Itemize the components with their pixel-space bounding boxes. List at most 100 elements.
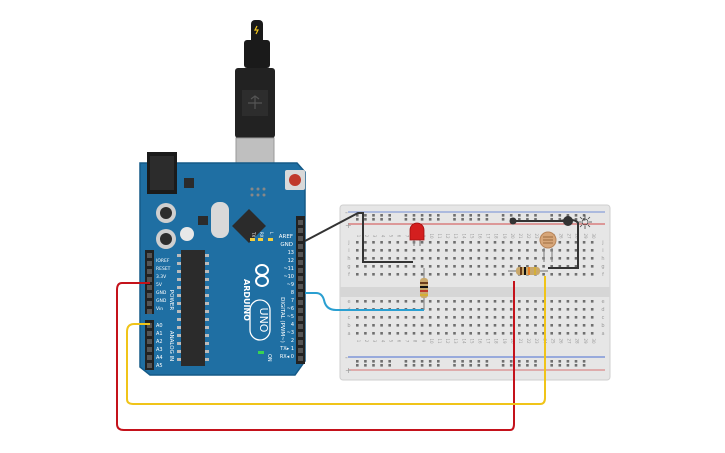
column-number: 23: [534, 338, 539, 344]
column-number: 11: [437, 338, 442, 344]
digital-header-holes: [298, 220, 303, 361]
column-number: 22: [526, 338, 531, 344]
column-number: 14: [461, 338, 466, 344]
capacitor-3: [180, 227, 194, 241]
row-letter: i: [602, 248, 603, 254]
row-letter: e: [601, 299, 604, 305]
uno-badge: [249, 299, 271, 341]
on-led: [258, 351, 264, 354]
crystal: [211, 202, 229, 238]
digital-pin-label: ~6: [287, 306, 294, 312]
row-letter: h: [601, 256, 604, 262]
column-number: 9: [421, 340, 426, 343]
column-number: 10: [429, 233, 434, 239]
photoresistor[interactable]: [539, 231, 557, 262]
column-number: 14: [461, 233, 466, 239]
digital-pin-label: ~11: [283, 266, 294, 272]
led[interactable]: [409, 222, 425, 246]
microcontroller-pins: [177, 254, 209, 361]
digital-pin-label: ~10: [283, 274, 294, 280]
column-number: 6: [397, 235, 402, 238]
analog-pin-label: A5: [156, 363, 163, 369]
column-number: 4: [380, 340, 385, 343]
row-letter: i: [348, 248, 349, 254]
regulator-chip: [184, 178, 194, 188]
wire-blue[interactable]: [305, 292, 424, 311]
analog-label: ANALOG IN: [168, 331, 174, 362]
column-number: 12: [445, 233, 450, 239]
center-channel: [340, 287, 610, 297]
column-number: 27: [567, 233, 572, 239]
digital-pin-label: TX▸ 1: [279, 346, 294, 352]
brand-label: ARDUINO: [242, 279, 251, 321]
power-pin-label: RESET: [156, 266, 171, 272]
rail-minus-label: -: [345, 208, 348, 217]
column-number: 15: [469, 233, 474, 239]
model-label: UNO: [257, 308, 270, 333]
l-led: [268, 238, 273, 241]
column-number: 7: [405, 235, 410, 238]
rail-plus-label: +: [345, 221, 352, 230]
column-number: 18: [494, 338, 499, 344]
digital-pin-label: ~3: [287, 330, 294, 336]
breadboard-holes[interactable]: [356, 214, 594, 367]
power-pin-label: GND: [156, 298, 167, 304]
power-label: POWER: [168, 290, 174, 311]
digital-label: DIGITAL (PWM~): [279, 297, 285, 343]
power-pin-label: IOREF: [156, 258, 170, 264]
rail-plus-bottom-label: +: [345, 366, 352, 375]
column-number: 19: [502, 233, 507, 239]
column-number: 19: [502, 338, 507, 344]
wire-black[interactable]: [304, 212, 592, 269]
resistor-1[interactable]: [420, 268, 428, 310]
column-number: 11: [437, 233, 442, 239]
column-number: 5: [388, 340, 393, 343]
digital-pin-label: 7: [291, 298, 294, 304]
on-label: ON: [266, 354, 272, 362]
column-number: 26: [559, 233, 564, 239]
wire-red[interactable]: [116, 281, 515, 431]
row-letter: c: [602, 315, 605, 321]
row-letter: b: [347, 323, 350, 329]
column-number: 16: [478, 338, 483, 344]
row-letter: d: [601, 307, 604, 313]
column-number: 15: [469, 338, 474, 344]
column-number: 20: [510, 233, 515, 239]
analog-pin-label: A3: [156, 347, 163, 353]
resistor-2[interactable]: [508, 267, 548, 275]
l-led-label: L: [269, 232, 274, 235]
row-letter: j: [601, 240, 603, 246]
lightning-icon: [254, 25, 259, 35]
row-letter: f: [348, 272, 350, 278]
column-number: 5: [388, 235, 393, 238]
row-letter: a: [347, 331, 350, 337]
column-number: 13: [453, 233, 458, 239]
digital-pin-label: 13: [288, 250, 294, 256]
usb-symbol-icon: [248, 95, 262, 109]
column-number: 29: [583, 233, 588, 239]
breadboard[interactable]: 1122334455667788991010111112121313141415…: [339, 204, 611, 381]
column-number: 1: [356, 235, 361, 238]
gnd-label: GND: [280, 242, 293, 248]
column-number: 12: [445, 338, 450, 344]
column-number: 7: [405, 340, 410, 343]
column-number: 25: [550, 338, 555, 344]
wire-yellow[interactable]: [126, 276, 546, 405]
column-number: 18: [494, 233, 499, 239]
column-number: 2: [364, 340, 369, 343]
analog-header: [145, 320, 154, 370]
rx-led: [258, 238, 263, 241]
column-number: 22: [526, 233, 531, 239]
column-number: 13: [453, 338, 458, 344]
column-number: 30: [591, 233, 596, 239]
reset-button[interactable]: [289, 174, 301, 186]
column-number: 6: [397, 340, 402, 343]
arduino-uno-board[interactable]: ARDUINO UNO DIGITAL (PWM~) POWER ANALOG …: [139, 152, 306, 376]
analog-pin-label: A4: [156, 355, 163, 361]
row-letter: f: [602, 272, 604, 278]
column-number: 20: [510, 338, 515, 344]
column-number: 29: [583, 338, 588, 344]
